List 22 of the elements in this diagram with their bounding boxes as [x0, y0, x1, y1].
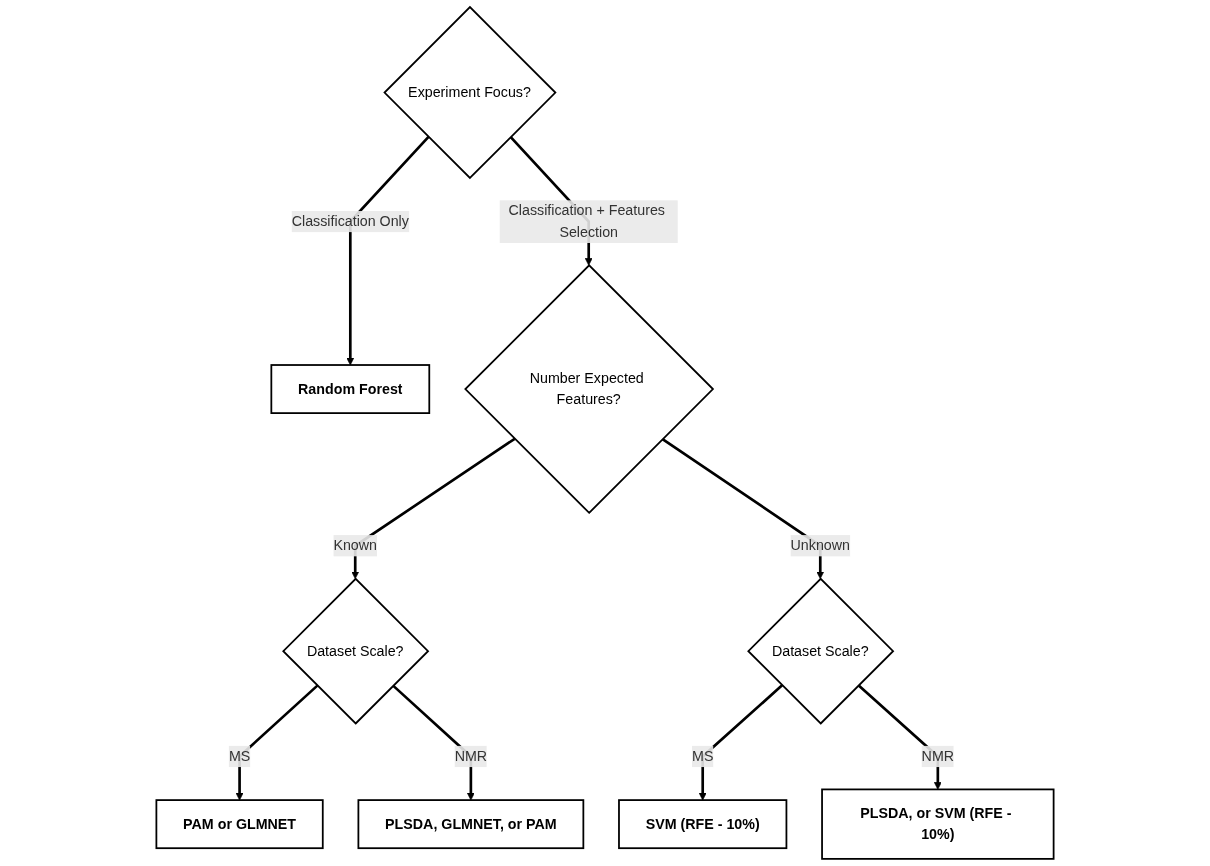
- arrow: [661, 437, 825, 580]
- edge-label: NMR: [921, 748, 955, 764]
- node-diamond: Dataset Scale?: [747, 577, 895, 725]
- edge-label: Classification + Features Selection: [508, 202, 665, 240]
- edge-label: Known: [333, 537, 378, 553]
- edge-label: Classification Only: [291, 213, 409, 229]
- node-box: SVM (RFE - 10%): [618, 799, 788, 850]
- node-diamond: Experiment Focus?: [383, 5, 557, 180]
- node-box: PLSDA, GLMNET, or PAM: [357, 799, 585, 850]
- node-box: PLSDA, or SVM (RFE - 10%): [821, 788, 1055, 860]
- node-box: PAM or GLMNET: [155, 799, 324, 850]
- arrow: [351, 437, 516, 580]
- arrow: [346, 136, 430, 366]
- edge-label: MS: [692, 748, 714, 764]
- arrow: [698, 684, 783, 801]
- edge-label: MS: [228, 748, 251, 764]
- node-diamond: Number Expected Features?: [464, 264, 715, 515]
- edge-label: Unknown: [790, 537, 850, 553]
- node-diamond: Dataset Scale?: [282, 577, 430, 725]
- arrow: [235, 684, 319, 801]
- node-box: Random Forest: [270, 364, 431, 414]
- edge-label: NMR: [454, 748, 488, 764]
